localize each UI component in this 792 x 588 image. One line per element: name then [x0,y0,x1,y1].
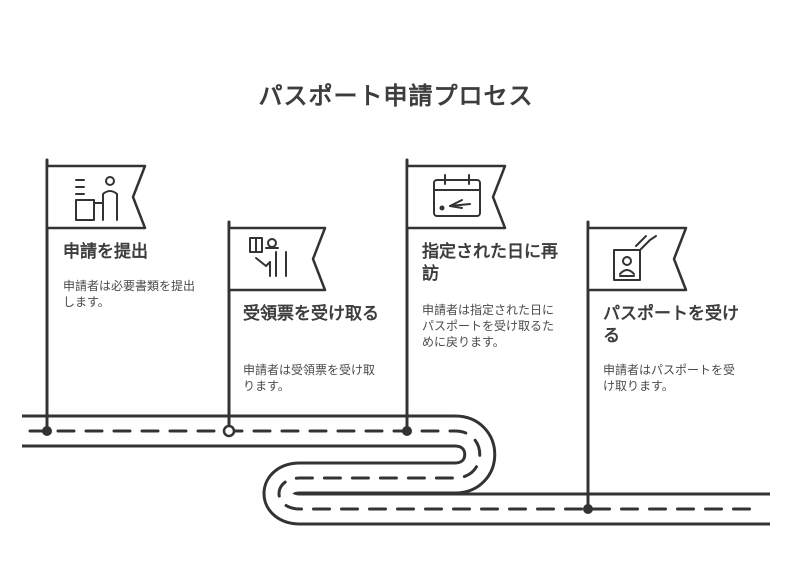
step-2-title: 受領票を受け取る [243,304,379,324]
flag-3 [405,164,507,230]
pole-base-1 [42,426,52,436]
receipt-handover-icon [249,237,287,277]
document-submission-icon [75,176,118,221]
step-4-description: 申請者はパスポートを受け取ります。 [603,363,736,393]
pole-base-4 [583,504,593,514]
passport-card-icon [613,235,657,281]
flag-1 [45,164,147,230]
step-1-description: 申請者は必要書類を提出します。 [63,279,196,309]
step-2-description: 申請者は受領票を受け取ります。 [243,363,376,393]
step-3-title: 指定された日に再訪 [422,242,558,284]
road-surface [22,417,770,523]
flag-4 [586,226,688,292]
pole-base-2 [222,424,236,438]
pole-base-3 [402,426,412,436]
step-3-description: 申請者は指定された日にパスポートを受け取るために戻ります。 [422,303,555,349]
page-title: パスポート申請プロセス [258,82,534,110]
step-1-title: 申請を提出 [63,242,148,262]
step-4-title: パスポートを受ける [603,304,739,346]
calendar-return-icon [433,174,481,217]
